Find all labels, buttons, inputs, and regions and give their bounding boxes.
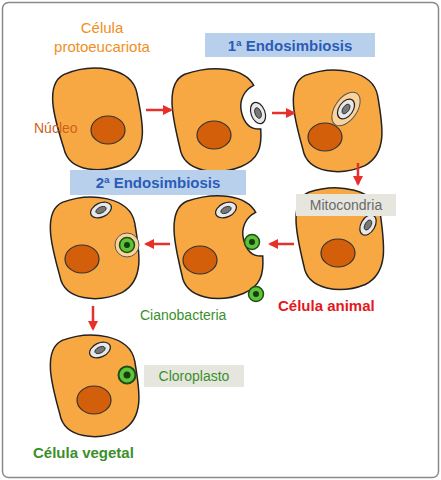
nucleus [65,245,99,273]
cell [49,62,148,175]
cyanobacterium [245,235,260,250]
cell [47,192,143,302]
chloroplast [119,367,136,384]
cell [170,66,264,175]
stage-band: 1ª Endosimbiosis [205,33,375,57]
mitochondrion [87,339,113,361]
cell [172,193,266,302]
frame [3,3,439,478]
mitochondrion [88,199,114,221]
step-arrow [357,163,360,184]
cell-label: Célula vegetal [33,443,183,462]
step-arrow [92,306,95,329]
node-text: Cloroplasto [159,368,230,384]
step-arrow [270,243,294,246]
nucleus [91,116,125,144]
cell [47,330,143,440]
step-arrow [272,112,294,115]
organelle-tag: Mitocondria [296,194,396,216]
cyanobacterium [249,287,264,302]
step-arrow [146,109,171,112]
nucleus [308,123,342,151]
vacuole [326,87,366,131]
step-arrow [146,243,170,246]
cell [290,65,386,175]
part-label: Cianobacteria [140,306,270,325]
vacuole [115,233,139,257]
nucleus [197,121,231,149]
nucleus [183,246,217,274]
mitochondrion [334,96,358,122]
nucleus [77,386,111,414]
node-text: 1ª Endosimbiosis [228,37,353,54]
organelle-tag: Cloroplasto [144,365,244,387]
part-label: Núcleo [34,119,104,138]
node-text: Mitocondria [310,197,382,213]
mitochondrion [213,199,239,221]
cell-label: Célula animal [278,296,428,315]
stage-band: 2ª Endosimbiosis [70,170,246,195]
chloroplast [120,238,135,253]
node-text: 2ª Endosimbiosis [96,174,221,191]
cell-label: Célula protoeucariota [46,18,158,56]
nucleus [321,239,355,267]
mitochondrion [248,100,269,125]
